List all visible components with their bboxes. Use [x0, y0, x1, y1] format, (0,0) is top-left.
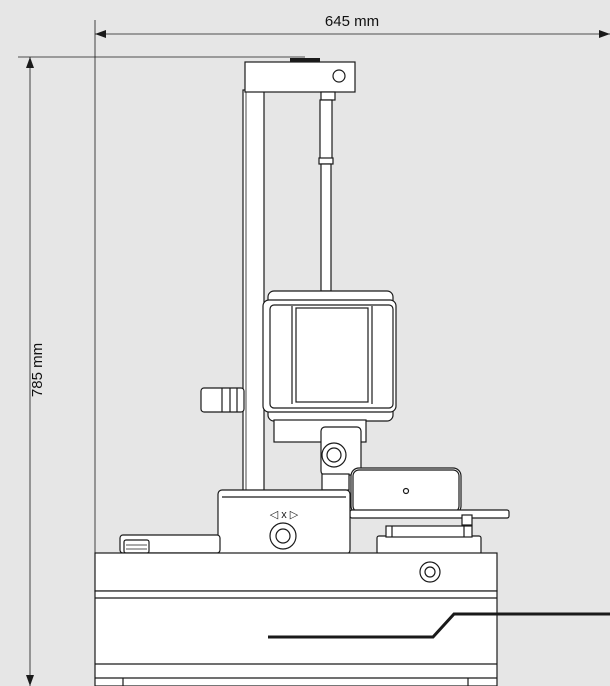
x-axis-carriage: ◁ x ▷	[217, 489, 351, 555]
measuring-head	[262, 290, 397, 443]
height-label: 785 mm	[29, 343, 46, 397]
x-axis-label: ◁ x ▷	[270, 509, 299, 521]
side-knob	[200, 387, 245, 413]
width-label: 645 mm	[325, 13, 379, 30]
base-table	[94, 552, 498, 592]
probe-housing	[349, 467, 510, 526]
height-dimension: 785 mm	[18, 56, 305, 686]
right-support-block	[376, 525, 482, 555]
left-slide-plate	[119, 534, 221, 554]
measuring-rod	[318, 99, 334, 292]
cable	[268, 612, 610, 639]
pivot-bracket	[320, 426, 362, 491]
